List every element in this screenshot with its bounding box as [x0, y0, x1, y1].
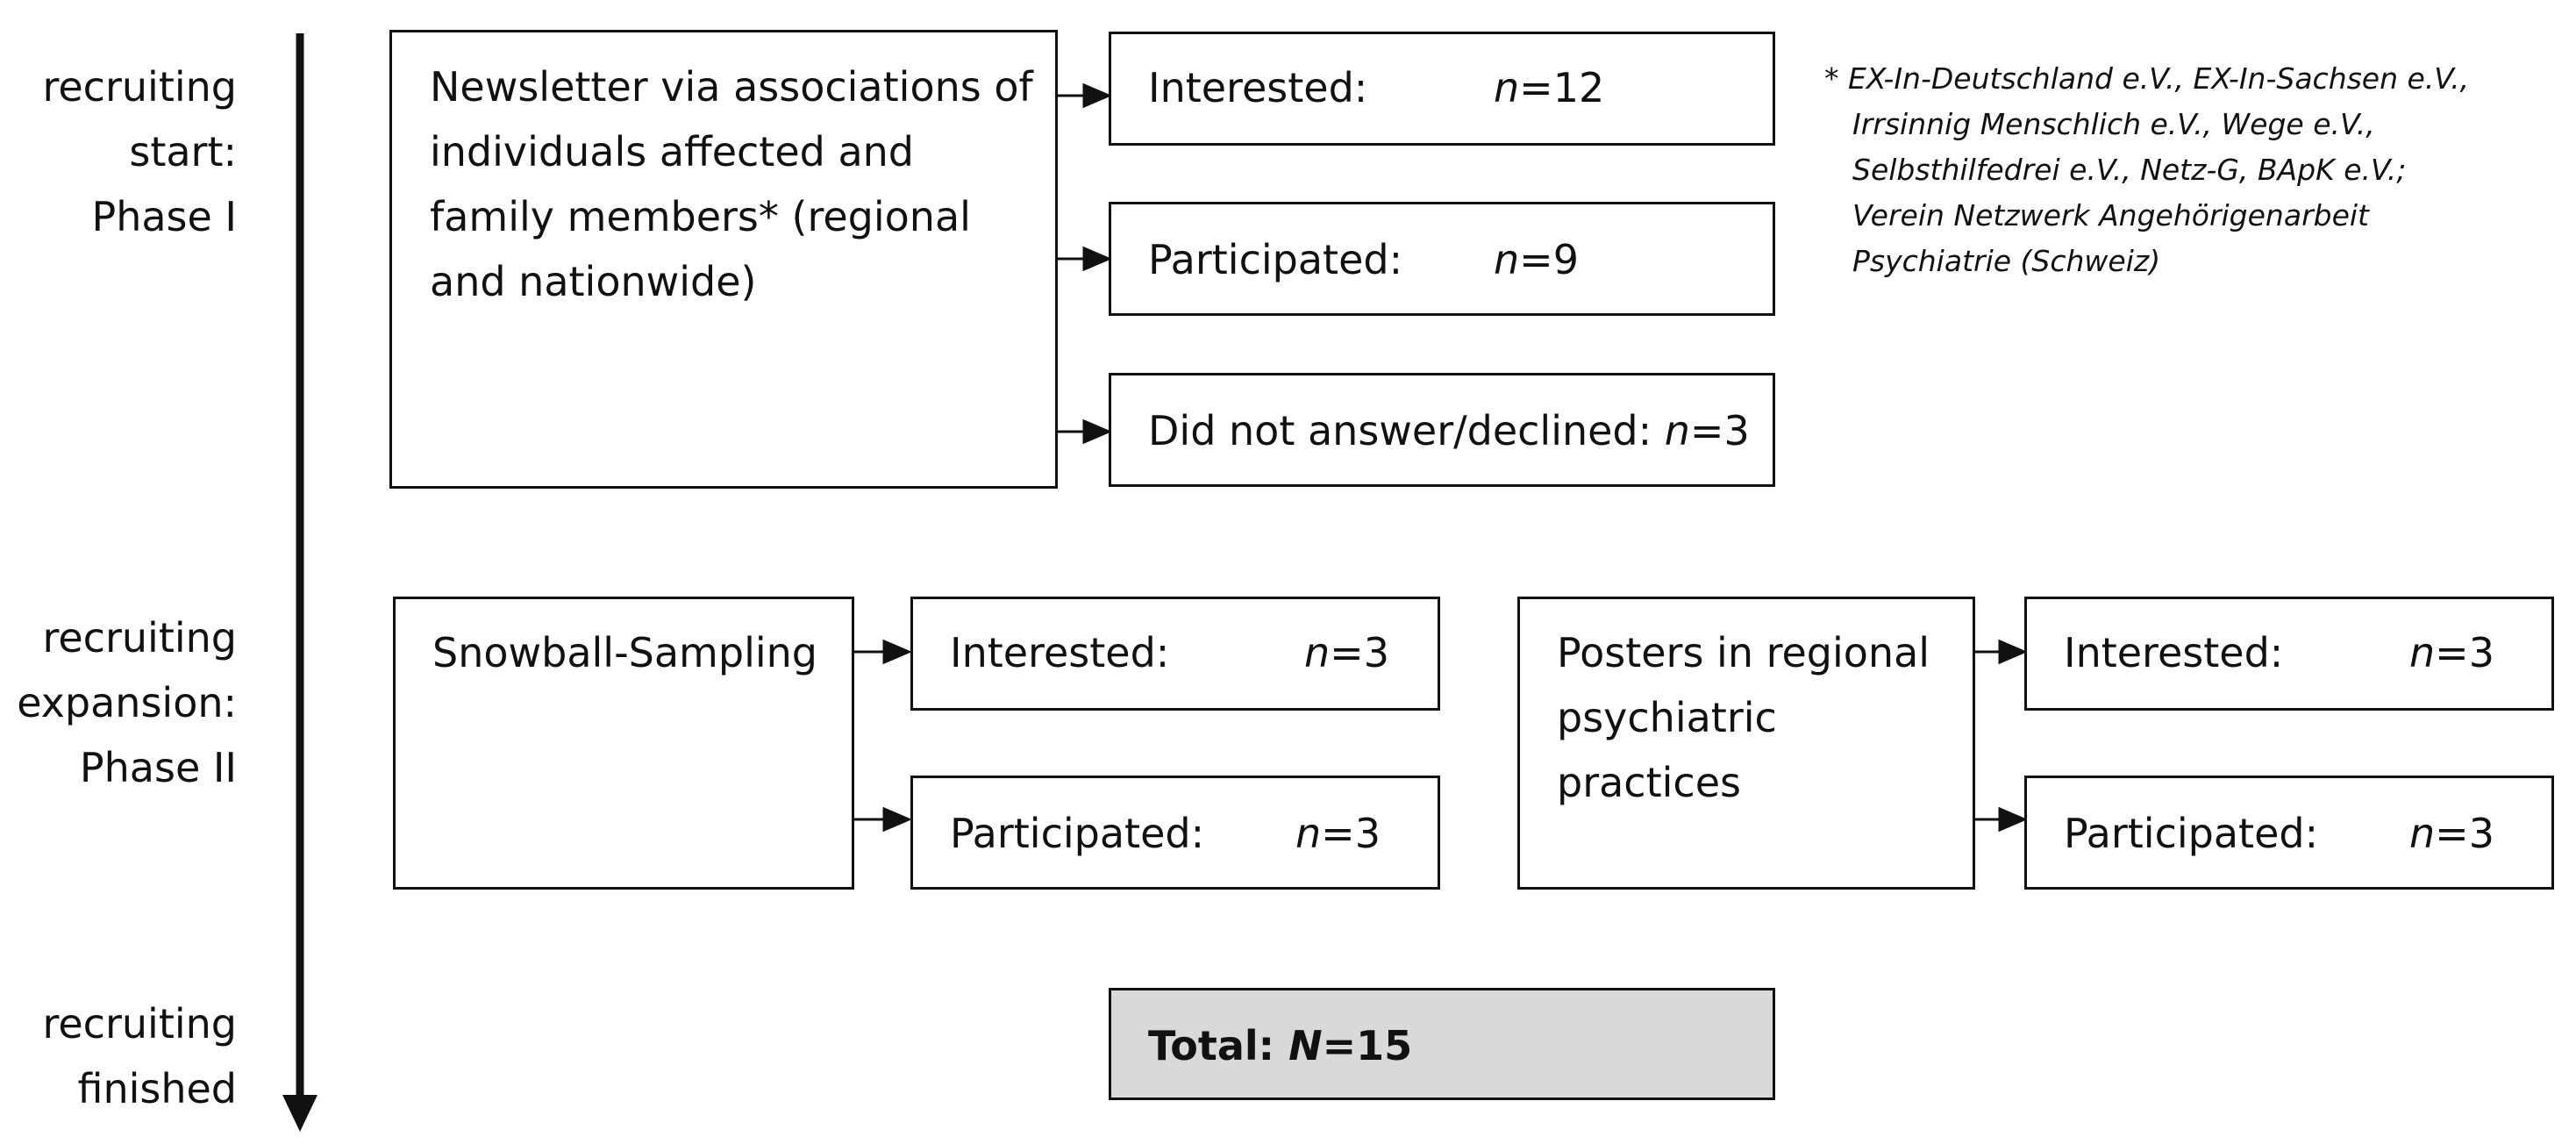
- stage-phase1-label: recruiting start: Phase I: [0, 54, 237, 256]
- stage-phase2-label: recruiting expansion: Phase II: [0, 605, 237, 807]
- outcome-count: n=3: [2409, 810, 2494, 857]
- posters-box: Posters in regional psychiatric practice…: [1517, 597, 1975, 890]
- outcome-label: Participated:: [950, 810, 1205, 857]
- outcome-count: n=3: [1295, 810, 1381, 857]
- footnote: * EX-In-Deutschland e.V., EX-In-Sachsen …: [1824, 58, 2561, 286]
- newsletter-line2: individuals affected and: [430, 128, 914, 175]
- posters-line3: practices: [1557, 759, 1741, 806]
- outcome-count: n=12: [1494, 64, 1605, 111]
- outcome-count: n=3: [2409, 629, 2494, 676]
- stage-phase2-line2: expansion:: [17, 679, 237, 726]
- total-label: Total: N=15: [1148, 1022, 1413, 1069]
- footnote-line3: Selbsthilfedrei e.V., Netz-G, BApK e.V.;: [1852, 153, 2407, 187]
- stage-finished-label: recruiting finished: [0, 991, 237, 1132]
- phase1-declined-box: Did not answer/declined: n=3: [1109, 373, 1775, 487]
- stage-phase1-line2: start:: [129, 128, 237, 175]
- snowball-participated-box: Participated: n=3: [910, 776, 1440, 890]
- posters-line1: Posters in regional: [1557, 629, 1930, 676]
- phase1-interested-box: Interested: n=12: [1109, 32, 1775, 146]
- newsletter-line1: Newsletter via associations of: [430, 63, 1033, 111]
- timeline-arrowhead: [282, 1095, 318, 1132]
- outcome-label: Participated:: [1148, 236, 1403, 283]
- snowball-box: Snowball-Sampling: [393, 597, 854, 890]
- posters-arrows: [1973, 639, 2028, 833]
- stage-phase1-line3: Phase I: [91, 193, 237, 240]
- posters-interested-box: Interested: n=3: [2024, 597, 2554, 711]
- newsletter-line4: and nationwide): [430, 258, 757, 305]
- posters-line2: psychiatric: [1557, 694, 1777, 741]
- phase1-participated-box: Participated: n=9: [1109, 202, 1775, 316]
- stage-phase1-line1: recruiting: [42, 63, 237, 111]
- outcome-label: Interested:: [950, 629, 1170, 676]
- posters-participated-box: Participated: n=3: [2024, 776, 2554, 890]
- footnote-line4: Verein Netzwerk Angehörigenarbeit: [1852, 198, 2369, 232]
- snowball-arrows: [853, 639, 912, 833]
- stage-finished-line2: finished: [77, 1065, 237, 1112]
- newsletter-arrows: [1056, 82, 1112, 445]
- newsletter-line3: family members* (regional: [430, 193, 971, 240]
- outcome-label: Interested:: [2064, 629, 2284, 676]
- outcome-label: Participated:: [2064, 810, 2319, 857]
- outcome-count: n=9: [1494, 236, 1579, 283]
- total-box: Total: N=15: [1109, 988, 1775, 1100]
- snowball-interested-box: Interested: n=3: [910, 597, 1440, 711]
- footnote-line2: Irrsinnig Menschlich e.V., Wege e.V.,: [1852, 107, 2375, 141]
- footnote-line5: Psychiatrie (Schweiz): [1852, 244, 2161, 278]
- outcome-count: n=3: [1304, 629, 1389, 676]
- newsletter-box: Newsletter via associations of individua…: [389, 30, 1058, 489]
- outcome-label: Interested:: [1148, 64, 1368, 111]
- stage-phase2-line1: recruiting: [42, 614, 237, 661]
- footnote-line1: * EX-In-Deutschland e.V., EX-In-Sachsen …: [1824, 61, 2470, 96]
- snowball-title: Snowball-Sampling: [432, 629, 817, 676]
- outcome-label: Did not answer/declined: n=3: [1148, 407, 1750, 454]
- stage-finished-line1: recruiting: [42, 1000, 237, 1047]
- stage-phase2-line3: Phase II: [79, 744, 237, 791]
